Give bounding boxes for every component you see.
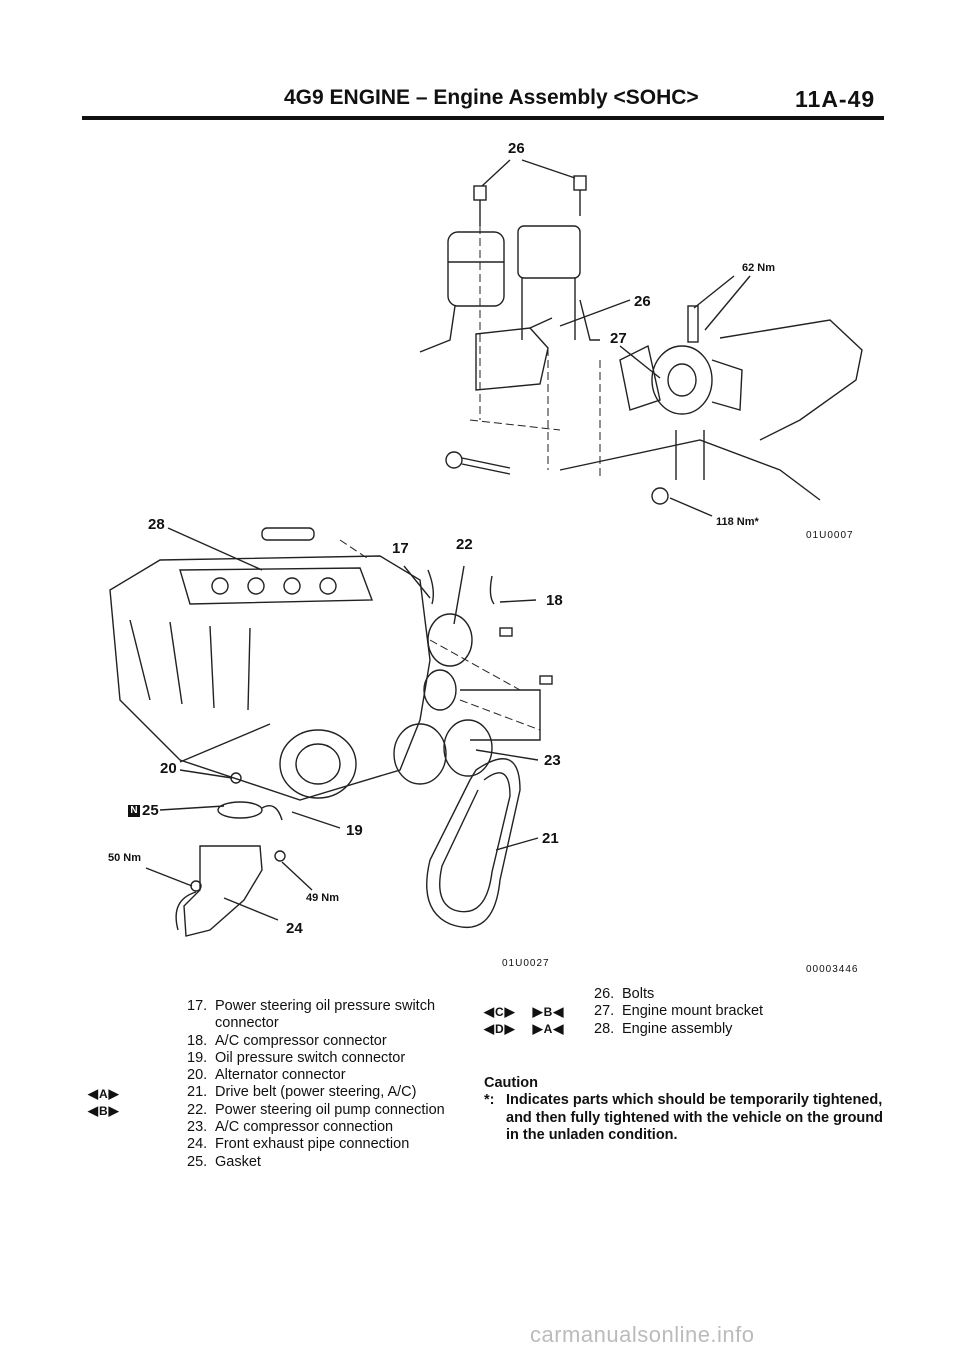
mark-d-removal: ◀D▶ [484,1021,515,1036]
engine-drawing [109,159,863,937]
list-item: 17.Power steering oil pressure switch [187,998,436,1014]
bolt-26-left [473,185,487,226]
new-part-icon: N [128,804,140,817]
engine-mount-27 [619,305,743,480]
nut-118 [651,487,669,505]
callout-25: 25 [142,802,159,819]
engine-block-28 [109,527,431,801]
parts-list-left: 17.Power steering oil pressure switch co… [187,998,487,1171]
mark-a-removal: ◀A▶ [88,1086,119,1102]
exhaust-pipe-24 [175,801,263,937]
mount-bracket-upper [475,317,553,391]
list-item: connector [215,1015,279,1032]
mark-c-removal: ◀C▶ [484,1004,515,1019]
bolt-b [539,675,553,685]
torque-50: 50 Nm [108,852,142,864]
caution-title: Caution [484,1075,538,1091]
list-item: 22.Power steering oil pump connection [187,1101,445,1118]
callout-24: 24 [286,920,303,937]
caution-body: *: Indicates parts which should be tempo… [484,1092,884,1144]
parts-list-right: 26.Bolts 27.Engine mount bracket 28.Engi… [594,986,894,1038]
caution-note: Caution *: Indicates parts which should … [484,1075,884,1144]
mark-b: ◀B▶ [88,1103,119,1118]
callout-23: 23 [544,752,561,769]
caution-text: Indicates parts which should be temporar… [506,1092,883,1143]
mark-a: ◀A▶ [88,1086,119,1101]
callout-20: 20 [160,760,177,777]
bolt-a [499,627,513,637]
callout-21: 21 [542,830,559,847]
callout-28: 28 [148,516,165,533]
bolt-26-right [573,175,587,216]
list-item: 28.Engine assembly [594,1020,733,1037]
page-title: 4G9 ENGINE – Engine Assembly <SOHC> [284,86,699,109]
list-item: 27.Engine mount bracket [594,1003,764,1020]
engine-bolt [261,527,315,541]
figure-code-top: 01U0007 [806,530,854,541]
list-item: 20.Alternator connector [187,1067,346,1084]
bolt-49 [274,850,286,862]
list-item: 18.A/C compressor connector [187,1032,387,1049]
body-panel [719,319,863,441]
callout-26-mid: 26 [634,293,651,310]
marks-row-28: ◀D▶ ▶A◀ [484,1021,563,1037]
list-item: 23.A/C compressor connection [187,1119,394,1136]
caution-asterisk: *: [484,1092,495,1109]
watermark-footer: carmanualsonline.info [530,1322,755,1347]
torque-118: 118 Nm* [716,516,759,528]
figure-code-bottom-right: 00003446 [806,964,859,975]
callout-26-top: 26 [508,140,525,157]
mark-b-installation: ▶B◀ [532,1004,564,1019]
callout-19: 19 [346,822,363,839]
drive-belt-21 [426,758,521,929]
figure-code-bottom-left: 01U0027 [502,958,550,969]
callout-18: 18 [546,592,563,609]
list-item: 19.Oil pressure switch connector [187,1049,406,1066]
callout-22: 22 [456,536,473,553]
callout-17: 17 [392,540,409,557]
torque-49: 49 Nm [306,892,340,904]
pulleys [393,613,493,785]
bracket-box [517,225,600,341]
list-item: 24.Front exhaust pipe connection [187,1136,410,1153]
connector-18 [489,575,495,605]
callout-27: 27 [610,330,627,347]
mark-a-installation: ▶A◀ [532,1021,564,1036]
page-number: 11A-49 [795,86,876,112]
torque-62: 62 Nm [742,262,776,274]
connector-17 [427,569,435,605]
connector-19 [261,805,283,821]
power-steering-reservoir [419,231,505,353]
list-item: 25.Gasket [187,1153,261,1170]
header-rule [82,116,884,120]
marks-row-27: ◀C▶ ▶B◀ [484,1004,563,1020]
engine-illustration: 26 26 27 62 Nm 118 Nm* 01U0007 28 17 22 … [108,140,863,975]
mark-b-removal: ◀B▶ [88,1103,119,1119]
long-bolt [445,451,511,475]
list-item: 21.Drive belt (power steering, A/C) [187,1084,417,1101]
callout-25-group: N 25 [128,802,159,819]
alternator [279,729,357,799]
list-item: 26.Bolts [594,986,655,1002]
